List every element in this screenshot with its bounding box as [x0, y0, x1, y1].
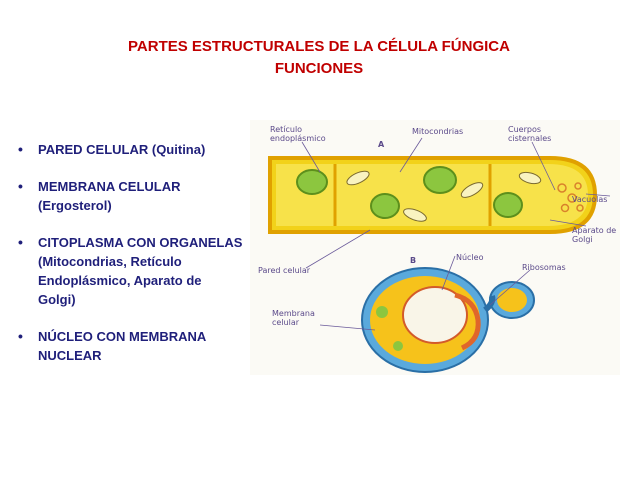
nucleus — [296, 169, 328, 195]
vacuole — [567, 193, 577, 203]
nucleus — [423, 166, 457, 194]
organelle — [376, 306, 388, 318]
mitochondrion — [518, 171, 542, 185]
label-pared: Pared celular — [258, 266, 311, 275]
label-B: B — [410, 256, 416, 265]
hypha-diagram — [268, 156, 598, 234]
label-mitocondrias: Mitocondrias — [412, 127, 463, 136]
mitochondrion — [460, 182, 484, 198]
label-golgi: Golgi — [572, 235, 593, 244]
label-reticulo: endoplásmico — [270, 134, 326, 143]
vacuole — [576, 204, 584, 212]
bullet-text: Golgi) — [38, 292, 76, 307]
yeast-nucleus — [402, 286, 468, 344]
label-vacuolas: Vacuolas — [572, 195, 607, 204]
label-nucleo: Núcleo — [456, 253, 484, 262]
bullet-text: Endoplásmico, Aparato de — [38, 273, 202, 288]
bullet-dot-icon: • — [18, 328, 23, 344]
slide-subtitle: FUNCIONES — [274, 60, 364, 77]
bullet-text: (Ergosterol) — [38, 198, 112, 213]
bullet-text: PARED CELULAR (Quitina) — [38, 142, 206, 157]
vacuole — [557, 183, 567, 193]
bullet-text: (Mitocondrias, Retículo — [38, 254, 182, 269]
bullet-list: • PARED CELULAR (Quitina) • MEMBRANA CEL… — [18, 140, 248, 383]
bullet-dot-icon: • — [18, 178, 23, 194]
leader-lines — [301, 137, 611, 331]
nucleus — [493, 192, 523, 218]
label-membrana: Membrana — [272, 309, 315, 318]
bullet-text: CITOPLASMA CON ORGANELAS — [38, 235, 243, 250]
fungal-cell-figure: Retículo endoplásmico A Mitocondrias Cue… — [250, 120, 620, 375]
bullet-text: NUCLEAR — [38, 348, 102, 363]
slide-title: PARTES ESTRUCTURALES DE LA CÉLULA FÚNGIC… — [128, 38, 510, 55]
mitochondrion — [346, 170, 370, 186]
bud-neck — [483, 295, 496, 313]
organelle — [393, 341, 403, 351]
golgi — [454, 292, 481, 351]
label-golgi: Aparato de — [572, 226, 616, 235]
nucleus — [370, 193, 400, 219]
yeast-diagram — [361, 267, 535, 373]
bullet-nucleo: • NÚCLEO CON MEMBRANA NUCLEAR — [18, 327, 248, 365]
fungal-cell-illustration: Retículo endoplásmico A Mitocondrias Cue… — [258, 125, 616, 373]
label-membrana: celular — [272, 318, 300, 327]
bullet-dot-icon: • — [18, 234, 23, 250]
bud-cytoplasm — [497, 288, 527, 312]
bullet-text: NÚCLEO CON MEMBRANA — [38, 329, 207, 344]
label-cuerpos: cisternales — [508, 134, 551, 143]
bullet-citoplasma: • CITOPLASMA CON ORGANELAS (Mitocondrias… — [18, 233, 248, 309]
bullet-membrana: • MEMBRANA CELULAR (Ergosterol) — [18, 177, 248, 215]
vacuole — [574, 182, 582, 190]
bullet-pared: • PARED CELULAR (Quitina) — [18, 140, 248, 159]
label-reticulo: Retículo — [270, 125, 302, 134]
label-A: A — [378, 140, 385, 149]
bullet-dot-icon: • — [18, 141, 23, 157]
bullet-text: MEMBRANA CELULAR — [38, 179, 181, 194]
label-cuerpos: Cuerpos — [508, 125, 541, 134]
mitochondrion — [403, 208, 427, 222]
label-ribosomas: Ribosomas — [522, 263, 566, 272]
vacuole — [560, 203, 570, 213]
